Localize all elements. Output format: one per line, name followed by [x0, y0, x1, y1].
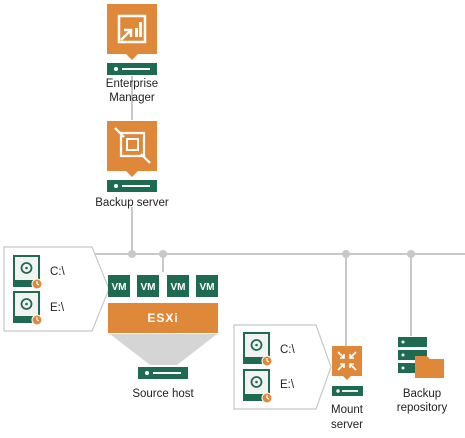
- bus-dot-source-host: [159, 250, 167, 258]
- disk-icon: [243, 369, 273, 404]
- esxi-funnel: [110, 334, 217, 365]
- mount-disk-e-label: E:\: [280, 379, 295, 391]
- bus-dot-backup-server: [128, 250, 136, 258]
- mount-server-host-icon: [332, 386, 363, 396]
- vm-tile: VM: [167, 275, 189, 297]
- source-host-node: VM VM VM VM ESXi Source host: [108, 275, 218, 400]
- mount-server-icon: [332, 346, 362, 380]
- connectors: [92, 76, 465, 346]
- repository-icon: [398, 337, 444, 378]
- enterprise-manager-node: Enterprise Manager: [106, 4, 158, 104]
- backup-repository-node: Backup repository: [397, 337, 448, 414]
- enterprise-manager-label-line1: Enterprise: [106, 78, 158, 90]
- source-disk-e-label: E:\: [50, 302, 65, 314]
- source-host-server-icon: [138, 367, 188, 379]
- mount-server-label-line2: server: [331, 419, 363, 431]
- repository-label-line1: Backup: [403, 388, 441, 400]
- enterprise-manager-label-line2: Manager: [109, 92, 155, 104]
- bus-dot-mount-server: [342, 250, 350, 258]
- mount-disk-c: C:\: [243, 332, 296, 367]
- source-disk-e: E:\: [13, 291, 65, 326]
- disk-icon: [13, 291, 43, 326]
- vm-tile: VM: [196, 275, 218, 297]
- esxi-bar: ESXi: [108, 303, 218, 333]
- mount-server-node: Mount server: [331, 346, 364, 431]
- vm-label: VM: [200, 282, 215, 293]
- esxi-label: ESXi: [147, 311, 178, 325]
- source-disks-panel: C:\ E:\: [3, 246, 110, 332]
- mount-disk-e: E:\: [243, 369, 295, 404]
- backup-server-node: Backup server: [95, 121, 169, 209]
- vm-label: VM: [141, 282, 156, 293]
- source-disk-c-label: C:\: [50, 266, 66, 278]
- vm-tile: VM: [108, 275, 130, 297]
- mount-disk-c-label: C:\: [280, 344, 296, 356]
- bus-dot-repository: [407, 250, 415, 258]
- enterprise-manager-server-icon: [107, 63, 157, 75]
- backup-server-icon: [107, 121, 157, 177]
- backup-server-label: Backup server: [95, 197, 169, 209]
- vm-label: VM: [171, 282, 186, 293]
- source-disk-c: C:\: [13, 255, 66, 290]
- disk-icon: [243, 332, 273, 367]
- backup-server-host-icon: [107, 180, 157, 192]
- disk-icon: [13, 255, 43, 290]
- enterprise-manager-icon: [107, 4, 157, 60]
- vm-label: VM: [112, 282, 127, 293]
- connector-dots: [128, 250, 415, 258]
- mount-disks-panel: C:\ E:\: [233, 324, 332, 410]
- vm-tile: VM: [137, 275, 159, 297]
- source-host-label: Source host: [132, 388, 194, 400]
- mount-server-label-line1: Mount: [331, 404, 364, 416]
- repository-label-line2: repository: [397, 402, 448, 414]
